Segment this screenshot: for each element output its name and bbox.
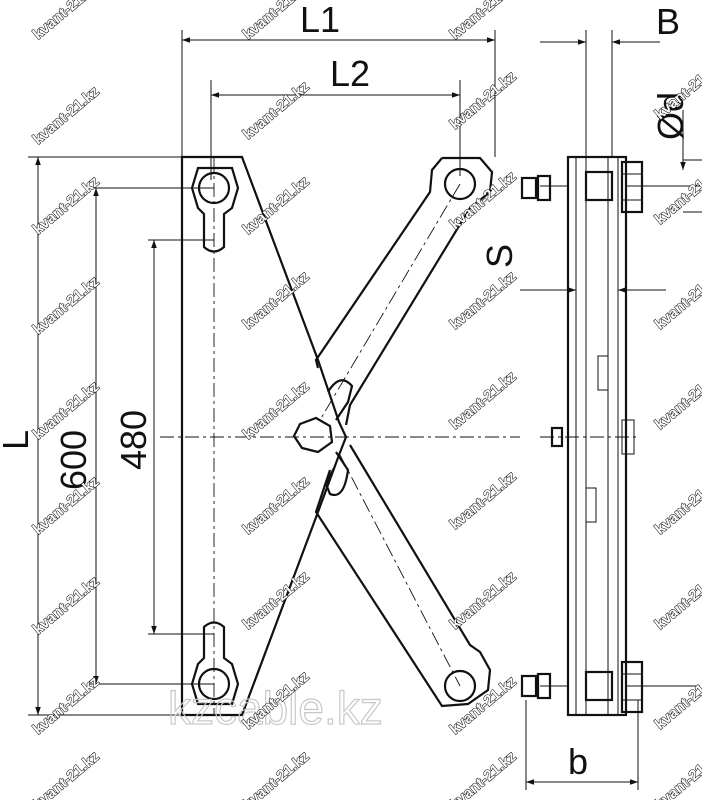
side-view — [520, 30, 702, 790]
crossing-bar-edge — [314, 157, 443, 369]
watermark-small: kvant-21.kz — [652, 268, 702, 333]
label-480: 480 — [113, 410, 154, 470]
watermark-large: kzcable.kz — [168, 682, 383, 734]
axis-lines — [160, 158, 520, 715]
watermark-small: kvant-21.kz — [447, 468, 520, 533]
spacer-block-1 — [597, 355, 609, 391]
watermark-small: kvant-21.kz — [447, 68, 520, 133]
watermark-small: kvant-21.kz — [447, 748, 520, 800]
bottom-bolt-assembly — [520, 660, 700, 714]
watermark-small: kvant-21.kz — [652, 748, 702, 800]
centre-slot-upper — [327, 379, 354, 421]
watermark-small: kvant-21.kz — [30, 273, 103, 338]
watermark-small: kvant-21.kz — [30, 673, 103, 738]
front-view — [28, 30, 520, 717]
label-b-lower: b — [568, 741, 588, 782]
label-diameter: Ød — [650, 92, 691, 140]
side-extension-lines — [525, 30, 702, 790]
watermark-small: kvant-21.kz — [652, 568, 702, 633]
watermark-small: kvant-21.kz — [30, 573, 103, 638]
bar-hole-bottom — [443, 669, 477, 703]
label-l: L — [0, 430, 36, 450]
watermark-small: kvant-21.kz — [447, 268, 520, 333]
watermark-small: kvant-21.kz — [30, 0, 103, 43]
watermark-small: kvant-21.kz — [447, 168, 520, 233]
side-plate-outer — [566, 155, 628, 717]
label-600: 600 — [53, 430, 94, 490]
left-plate-outline — [180, 155, 348, 717]
label-l1: L1 — [300, 0, 340, 40]
watermark-small: kvant-21.kz — [30, 83, 103, 148]
label-s: S — [479, 244, 520, 268]
watermark-small: kvant-21.kz — [652, 473, 702, 538]
watermark-small: kvant-21.kz — [240, 268, 313, 333]
watermark-small: kvant-21.kz — [240, 78, 313, 143]
watermark-small: kvant-21.kz — [447, 568, 520, 633]
spacer-block-2 — [585, 487, 597, 523]
side-plate-inner-lines — [575, 157, 619, 715]
label-l2: L2 — [330, 53, 370, 94]
watermark-small: kvant-21.kz — [652, 163, 702, 228]
label-b-upper: B — [656, 1, 680, 42]
centre-slot-lower — [324, 451, 350, 497]
watermark-small: kvant-21.kz — [447, 0, 520, 43]
watermark-small: kvant-21.kz — [30, 173, 103, 238]
upper-slot — [190, 166, 240, 253]
watermark-small: kvant-21.kz — [30, 748, 103, 800]
watermark-layer: kvant-21.kz kvant-21.kz kvant-21.kz kvant-2… — [29, 0, 702, 800]
watermark-small: kvant-21.kz — [652, 668, 702, 733]
watermark-small: kvant-21.kz — [240, 378, 313, 443]
watermark-small: kvant-21.kz — [652, 368, 702, 433]
watermark-small: kvant-21.kz — [447, 368, 520, 433]
crossing-bar-outline — [314, 156, 494, 708]
watermark-small: kvant-21.kz — [240, 473, 313, 538]
watermark-small: kvant-21.kz — [240, 748, 313, 800]
top-bolt-assembly — [520, 160, 700, 214]
extension-lines — [28, 30, 496, 716]
pivot-nut — [292, 416, 334, 454]
